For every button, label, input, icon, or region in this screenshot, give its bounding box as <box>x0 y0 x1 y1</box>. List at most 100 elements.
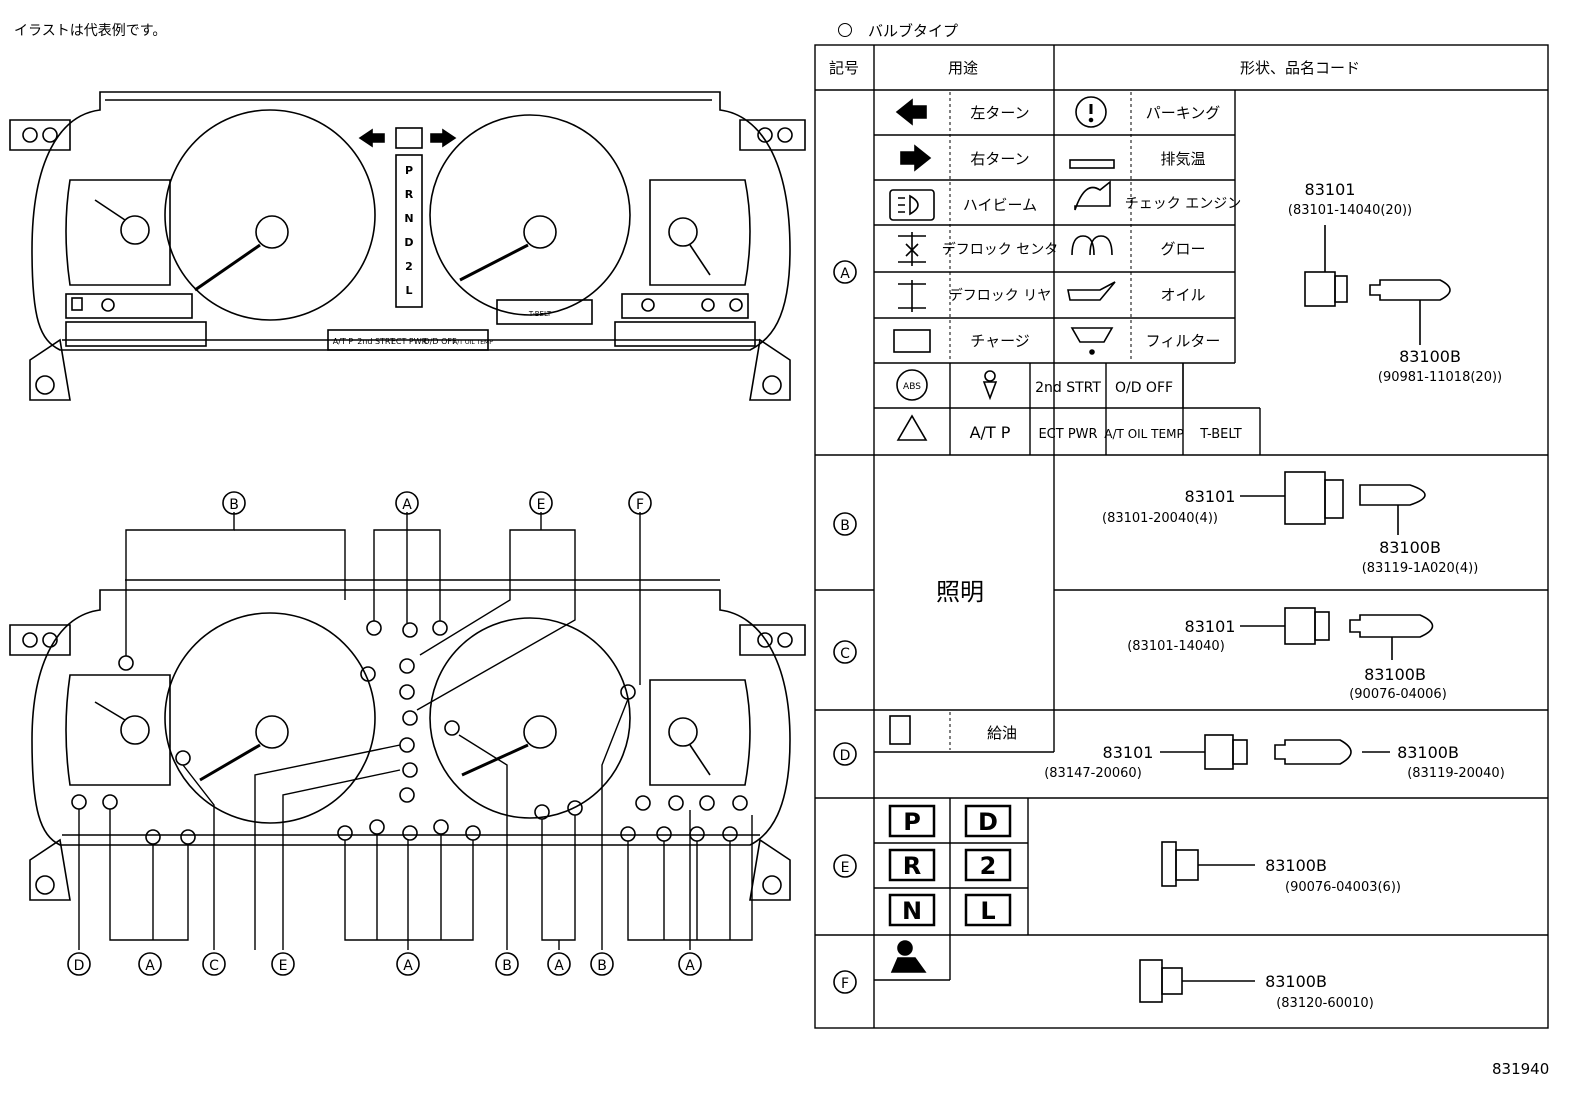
right-turn-icon <box>900 144 932 172</box>
right-turn-label: 右ターン <box>970 150 1029 168</box>
callout-f: F <box>636 497 644 513</box>
row-c-socket-part: 83101 <box>1185 617 1236 636</box>
glow-icon <box>1071 235 1113 256</box>
ect-pwr-label: ECT PWR <box>1038 427 1097 442</box>
header-symbol: 記号 <box>829 59 859 77</box>
bulb-type-table <box>814 44 1549 1029</box>
row-d-bulb-code: (83119-20040) <box>1407 766 1505 781</box>
row-c-symbol: C <box>840 646 850 662</box>
cluster-tbelt: T-BELT <box>528 310 552 318</box>
header-usage: 用途 <box>948 59 978 77</box>
filter-icon <box>1070 327 1114 343</box>
svg-text:ABS: ABS <box>903 382 921 392</box>
figure-number: 831940 <box>1492 1060 1550 1078</box>
filter-label: フィルター <box>1146 332 1221 350</box>
row-a-icons: ABS <box>889 96 1116 441</box>
charge-icon <box>893 329 931 353</box>
row-a-bulb-code: (90981-11018(20)) <box>1378 370 1502 385</box>
row-c-socket-code: (83101-14040) <box>1127 639 1225 654</box>
row-d-socket-code: (83147-20060) <box>1044 766 1142 781</box>
oil-label: オイル <box>1160 286 1205 304</box>
row-b-socket-code: (83101-20040(4)) <box>1102 511 1218 526</box>
exhaust-temp-label: 排気温 <box>1160 150 1205 168</box>
at-p-label: A/T P <box>970 423 1011 442</box>
row-d-bulb-part: 83100B <box>1397 743 1459 762</box>
door-icon <box>896 414 928 441</box>
right-turn-icon <box>430 128 457 148</box>
callouts-top: B A E F <box>222 491 652 515</box>
callout-e: E <box>537 497 546 513</box>
high-beam-label: ハイビーム <box>963 196 1037 214</box>
row-a-bulb-part: 83100B <box>1399 347 1461 366</box>
cluster-gear-n: N <box>404 212 413 225</box>
t-belt-label: T-BELT <box>1199 427 1242 442</box>
row-e-gear-boxes <box>888 804 1012 927</box>
row-a-socket-part: 83101 <box>1305 180 1356 199</box>
row-b-bulb-drawing <box>1240 471 1426 535</box>
cluster-at-oil-temp: A/T OIL TEMP <box>453 339 493 346</box>
cluster-2nd-strt: 2nd STRT <box>357 337 395 346</box>
bulb-type-label: バルブタイプ <box>868 22 959 40</box>
callout-d: D <box>74 958 85 974</box>
cluster-gear-2: 2 <box>405 260 413 273</box>
seatbelt-icon <box>984 370 996 382</box>
row-c-bulb-code: (90076-04006) <box>1349 687 1447 702</box>
row-e-bulb-part: 83100B <box>1265 856 1327 875</box>
gear-n: N <box>902 897 922 925</box>
mount-ear-left-top <box>9 119 71 151</box>
cluster-ect-pwr: ECT PWR <box>391 337 428 346</box>
charge-label: チャージ <box>970 332 1030 350</box>
callout-b: B <box>597 958 607 974</box>
callout-b: B <box>229 497 239 513</box>
row-a-bulb-drawing <box>1304 225 1451 345</box>
row-d-socket-part: 83101 <box>1103 743 1154 762</box>
callout-a: A <box>402 497 412 513</box>
airbag-icon <box>890 940 927 973</box>
callout-a: A <box>403 958 413 974</box>
callout-a: A <box>145 958 155 974</box>
glow-label: グロー <box>1160 240 1205 258</box>
row-f-bulb-part: 83100B <box>1265 972 1327 991</box>
refuel-label: 給油 <box>987 724 1017 742</box>
gear-d: D <box>978 808 998 836</box>
diff-lock-rear-icon <box>898 280 926 312</box>
row-b-bulb-code: (83119-1A020(4)) <box>1362 561 1479 576</box>
mount-ear-right-top <box>739 119 806 151</box>
gear-p: P <box>903 808 921 836</box>
cluster-gear-l: L <box>405 284 412 297</box>
row-b-socket-part: 83101 <box>1185 487 1236 506</box>
cluster-od-off: O/D OFF <box>423 337 457 346</box>
circle-bullet-icon <box>838 23 852 37</box>
row-a-socket-code: (83101-14040(20)) <box>1288 203 1412 218</box>
gear-r: R <box>903 852 921 880</box>
exhaust-temp-icon <box>1069 159 1115 169</box>
high-beam-icon <box>889 189 935 221</box>
left-turn-icon <box>358 128 385 148</box>
bulb-type-title: バルブタイプ <box>838 20 958 41</box>
left-turn-icon <box>895 98 927 126</box>
row-a-symbol: A <box>840 266 850 282</box>
row-symbols: A B C D E F <box>833 260 857 994</box>
cluster-gear-d: D <box>404 236 413 249</box>
oil-icon <box>1067 281 1116 301</box>
row-d-symbol: D <box>840 748 851 764</box>
row-e-bulb-code: (90076-04003(6)) <box>1285 880 1401 895</box>
row-b-symbol: B <box>840 518 850 534</box>
row-f-bulb-code: (83120-60010) <box>1276 996 1374 1011</box>
second-start-label: 2nd STRT <box>1035 380 1101 396</box>
instrument-cluster-top <box>9 91 806 401</box>
diff-lock-rear-label: デフロック リヤ <box>949 287 1051 304</box>
callout-c: C <box>209 958 219 974</box>
cluster-gear-r: R <box>405 188 414 201</box>
row-f-bulb-drawing <box>1139 959 1255 1003</box>
abs-icon <box>896 369 928 401</box>
fuel-icon <box>889 715 911 745</box>
diff-lock-center-icon <box>898 232 926 266</box>
callout-e: E <box>279 958 288 974</box>
mount-ear-right-bottom <box>739 624 806 656</box>
check-engine-icon <box>1074 180 1111 211</box>
header-shape-code: 形状、品名コード <box>1240 59 1360 77</box>
row-e-bulb-drawing <box>1161 841 1255 887</box>
instrument-cluster-bottom: B A E F D A C E A B A B A <box>9 491 806 976</box>
